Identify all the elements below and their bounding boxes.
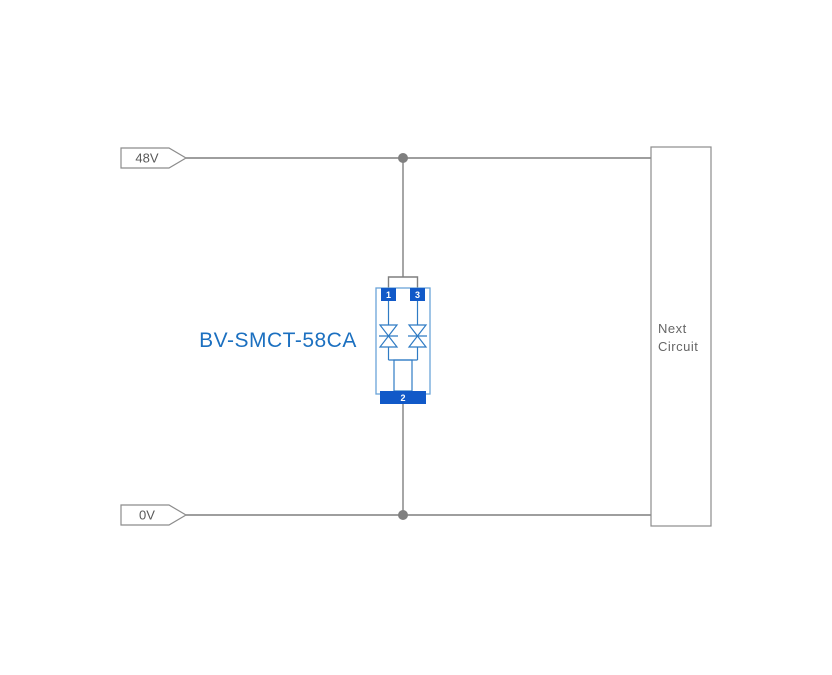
tvs-diode-symbol-right (407, 324, 428, 348)
pin-3-pad (410, 288, 425, 301)
ground-rail-0v: 0V (120, 504, 651, 526)
voltage-tag-48v (120, 147, 188, 169)
tvs-left-bottom-triangle (378, 335, 399, 348)
branch-wires (387, 158, 419, 515)
pin-1-label: 1 (386, 290, 391, 300)
next-circuit-box (650, 146, 712, 527)
tvs-left-top-triangle (378, 324, 399, 337)
supply-rail-48v: 48V (120, 147, 651, 169)
pin-2-pad (380, 391, 426, 404)
next-circuit-block: Next Circuit (650, 146, 712, 527)
branch-split-bracket (387, 276, 419, 288)
tvs-right-top-triangle (407, 324, 428, 337)
pin-3-label: 3 (415, 290, 420, 300)
part-number-label: BV-SMCT-58CA (199, 329, 357, 352)
next-circuit-label-line2: Circuit (658, 339, 698, 354)
pin-1-pad (381, 288, 396, 301)
next-circuit-label-line1: Next (658, 321, 687, 336)
ground-rail-label: 0V (139, 508, 155, 523)
supply-rail-label: 48V (135, 151, 158, 166)
voltage-tag-0v (120, 504, 188, 526)
tvs-right-bottom-triangle (407, 335, 428, 348)
tvs-component: 1 3 2 (375, 287, 431, 404)
tvs-diode-symbol-left (378, 324, 399, 348)
pin-2-label: 2 (400, 393, 405, 403)
